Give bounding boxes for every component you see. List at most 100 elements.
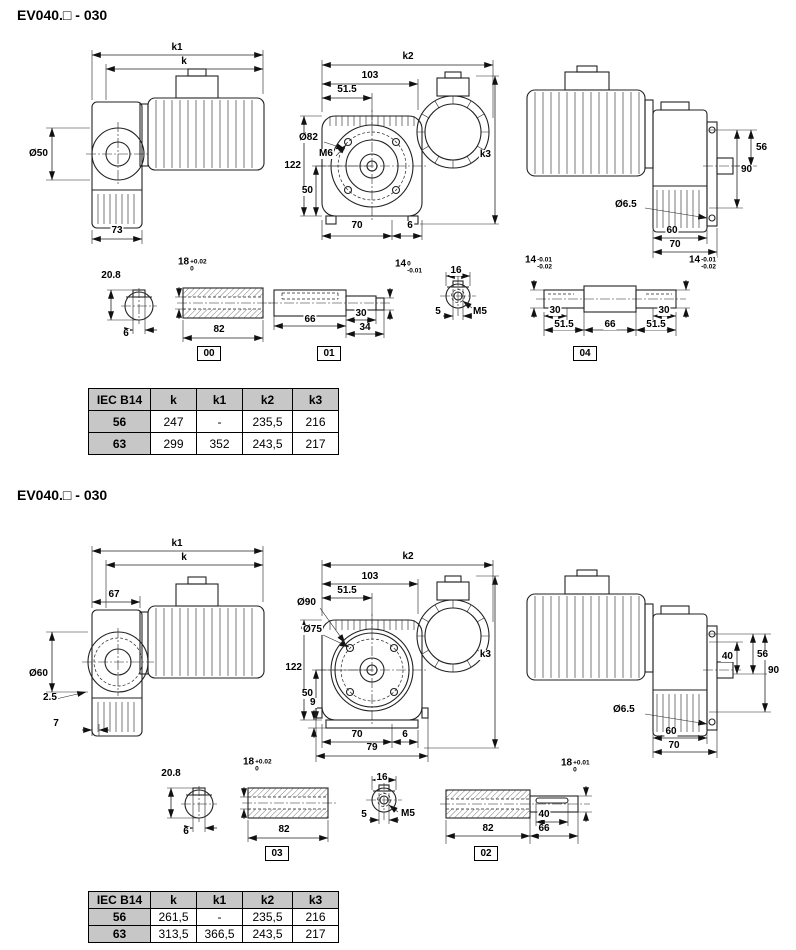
table-header-row: IEC B14 k k1 k2 k3 <box>88 388 339 411</box>
dim-50: 50 <box>300 688 314 699</box>
dim-k2: k2 <box>401 51 415 62</box>
dim-shaft04-30-left: 30 <box>548 305 562 316</box>
shaft-variant-tag-04: 04 <box>573 346 597 361</box>
dim-value: 18 <box>561 757 573 769</box>
dim-key-height: 20.8 <box>160 768 182 779</box>
dim-shaft02-66: 66 <box>537 823 551 834</box>
dim-k3: k3 <box>478 649 492 660</box>
dim-flange-dia: Ø82 <box>298 132 319 143</box>
dim-103: 103 <box>360 70 380 81</box>
sec1-key-section-drawing <box>107 288 157 334</box>
cell-k3: 217 <box>292 432 339 455</box>
col-header-iec: IEC B14 <box>88 891 151 909</box>
dim-value: 18 <box>243 756 255 768</box>
tolerance-stack: -0.01-0.02 <box>537 257 552 271</box>
dim-key-height: 20.8 <box>100 270 122 281</box>
col-header-k1: k1 <box>196 891 243 909</box>
dim-51-5: 51.5 <box>336 84 358 95</box>
dim-m5-5: 5 <box>360 809 368 820</box>
dim-width-73: 73 <box>110 225 124 236</box>
dim-k: k <box>180 552 188 563</box>
dim-90: 90 <box>740 164 754 175</box>
shaft-04-drawing <box>530 280 690 336</box>
dim-shaft01-34: 34 <box>358 322 372 333</box>
dim-50: 50 <box>300 185 314 196</box>
dim-screw-m6: M6 <box>318 148 334 159</box>
dim-56: 56 <box>755 142 769 153</box>
dim-value: 18 <box>178 256 190 268</box>
dim-m5-thread: M5 <box>400 808 416 819</box>
cell-k1: 366,5 <box>196 925 243 943</box>
dimension-table-2: IEC B14 k k1 k2 k3 56 261,5 - 235,5 216 … <box>88 891 339 943</box>
table-row: 56 261,5 - 235,5 216 <box>88 908 339 926</box>
dim-k1: k1 <box>170 538 184 549</box>
dim-k1: k1 <box>170 42 184 53</box>
dim-shaft01-30: 30 <box>354 308 368 319</box>
dim-shaft04-dia-right-tol: 14-0.01-0.02 <box>688 254 717 271</box>
dim-k3: k3 <box>478 149 492 160</box>
table-header-row: IEC B14 k k1 k2 k3 <box>88 891 339 909</box>
dim-shaft04-dia-left-tol: 14-0.01-0.02 <box>524 254 553 271</box>
col-header-k2: k2 <box>242 388 293 411</box>
cell-iec-63: 63 <box>88 432 151 455</box>
dim-k: k <box>180 56 188 67</box>
shaft-variant-tag-00: 00 <box>197 346 221 361</box>
dim-value: 14 <box>689 254 701 266</box>
tol-lower: 0 <box>190 265 194 272</box>
dim-bore-dia: Ø50 <box>28 148 49 159</box>
section-title-2: EV040.□ - 030 <box>17 487 108 503</box>
sec1-front-view-drawing <box>300 60 499 240</box>
dim-60: 60 <box>664 726 678 737</box>
dim-70: 70 <box>350 220 364 231</box>
dim-9: 9 <box>309 697 317 708</box>
dimension-table-1: IEC B14 k k1 k2 k3 56 247 - 235,5 216 63… <box>88 388 339 455</box>
dim-51-5: 51.5 <box>336 585 358 596</box>
dim-value: 14 <box>525 254 537 266</box>
sec2-front-view-drawing <box>300 560 499 762</box>
sec1-side-view-drawing <box>46 50 265 244</box>
col-header-k: k <box>150 891 197 909</box>
tol-upper: +0.02 <box>255 758 272 766</box>
tol-upper: +0.02 <box>190 258 207 266</box>
cell-k: 261,5 <box>150 908 197 926</box>
shaft-variant-tag-02: 02 <box>474 846 498 861</box>
dim-shaft03-length: 82 <box>277 824 291 835</box>
sec2-rear-view-drawing <box>526 569 771 758</box>
cell-iec-56: 56 <box>88 410 151 433</box>
dim-shaft04-30-right: 30 <box>657 305 671 316</box>
cell-k: 299 <box>150 432 197 455</box>
dim-shaft00-length: 82 <box>212 324 226 335</box>
dim-flange-dia-60: Ø60 <box>28 668 49 679</box>
col-header-k3: k3 <box>292 891 339 909</box>
dim-m5-16: 16 <box>449 265 463 276</box>
dim-key-width: 6 <box>122 328 130 339</box>
cell-k1: 352 <box>196 432 243 455</box>
dim-shaft04-66: 66 <box>603 319 617 330</box>
tol-upper: +0.01 <box>573 759 590 767</box>
col-header-k2: k2 <box>242 891 293 909</box>
tol-lower: -0.02 <box>701 263 716 270</box>
col-header-k3: k3 <box>292 388 339 411</box>
dim-122: 122 <box>283 160 302 171</box>
cell-iec-63: 63 <box>88 925 151 943</box>
cell-k3: 216 <box>292 410 339 433</box>
dim-103: 103 <box>360 571 380 582</box>
shaft-variant-tag-03: 03 <box>265 846 289 861</box>
cell-k2: 243,5 <box>242 432 293 455</box>
dim-shaft01-66: 66 <box>303 314 317 325</box>
dim-79: 79 <box>365 742 379 753</box>
cell-k3: 216 <box>292 908 339 926</box>
tolerance-stack: -0.01-0.02 <box>701 257 716 271</box>
sec2-key-section-drawing <box>167 786 217 832</box>
section-title-1: EV040.□ - 030 <box>17 7 108 23</box>
sec2-m5-section-drawing <box>366 776 402 824</box>
tol-lower: 0 <box>255 765 259 772</box>
cell-k1: - <box>196 908 243 926</box>
sec1-m5-section-drawing <box>440 272 476 320</box>
dim-m5-16: 16 <box>375 772 389 783</box>
cell-k2: 235,5 <box>242 410 293 433</box>
